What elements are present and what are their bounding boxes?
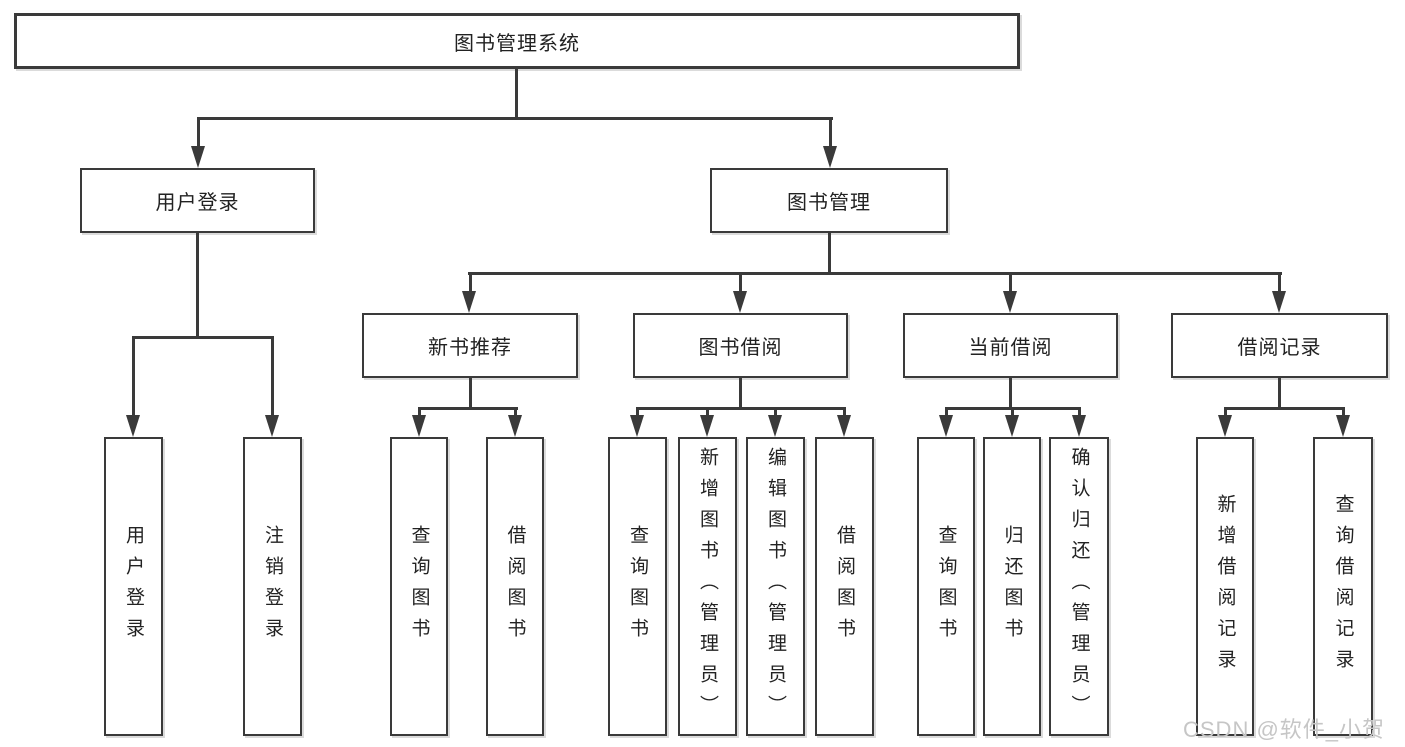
- connector-shaft: [1342, 407, 1345, 417]
- arrowhead-to-leaf-user-login: [126, 415, 140, 437]
- leaf-borrow-books-borrow: 借阅图书: [815, 437, 874, 736]
- node-label: 查询图书: [408, 524, 430, 649]
- connector-root-stem: [515, 68, 518, 119]
- leaf-query-borrow-record: 查询借阅记录: [1313, 437, 1373, 736]
- leaf-add-borrow-record: 新增借阅记录: [1196, 437, 1254, 736]
- connector-user-login-stem: [196, 233, 199, 339]
- arrowhead-to-book-management: [823, 146, 837, 168]
- node-label: 新增图书（管理员）: [697, 447, 718, 726]
- arrowhead-to-user-login: [191, 146, 205, 168]
- connector-shaft: [469, 272, 472, 293]
- arrowhead-to-leaf-return-books: [1005, 415, 1019, 437]
- node-label: 借阅记录: [1237, 337, 1322, 359]
- node-user-login: 用户登录: [80, 168, 315, 233]
- connector-shaft: [706, 407, 709, 417]
- connector-book-management-bar: [468, 272, 1282, 275]
- node-label: 用户登录: [123, 524, 144, 649]
- node-label: 新书推荐: [428, 337, 512, 359]
- node-label: 图书管理系统: [454, 32, 580, 55]
- node-label: 图书借阅: [698, 337, 783, 359]
- node-library-management-system: 图书管理系统: [14, 13, 1020, 69]
- connector-shaft: [843, 407, 846, 417]
- arrowhead-to-borrowing-records: [1272, 291, 1286, 313]
- node-label: 确认归还（管理员）: [1068, 447, 1090, 726]
- connector-shaft: [1078, 407, 1081, 417]
- connector-borrowing-bar: [636, 407, 846, 410]
- connector-shaft: [1009, 272, 1012, 293]
- connector-shaft: [271, 336, 274, 417]
- arrowhead-to-leaf-confirm-return: [1072, 415, 1086, 437]
- connector-shaft: [418, 407, 421, 417]
- connector-records-bar: [1224, 407, 1345, 410]
- node-label: 查询图书: [935, 524, 957, 649]
- node-label: 当前借阅: [968, 337, 1053, 359]
- arrowhead-to-leaf-edit-books: [768, 415, 782, 437]
- leaf-add-books-admin: 新增图书（管理员）: [678, 437, 737, 736]
- leaf-query-books-recommend: 查询图书: [390, 437, 448, 736]
- leaf-edit-books-admin: 编辑图书（管理员）: [746, 437, 805, 736]
- connector-shaft: [1224, 407, 1227, 417]
- leaf-logout: 注销登录: [243, 437, 302, 736]
- connector-shaft: [1011, 407, 1014, 417]
- connector-shaft: [774, 407, 777, 417]
- connector-recommend-stem: [469, 378, 472, 410]
- node-borrowing-records: 借阅记录: [1171, 313, 1388, 378]
- node-label: 图书管理: [787, 192, 871, 214]
- connector-recommend-bar: [418, 407, 518, 410]
- connector-user-login-bar: [132, 336, 274, 339]
- leaf-confirm-return-admin: 确认归还（管理员）: [1049, 437, 1109, 736]
- arrowhead-to-leaf-borrow-books: [508, 415, 522, 437]
- leaf-borrow-books-recommend: 借阅图书: [486, 437, 544, 736]
- arrowhead-to-leaf-query-record: [1336, 415, 1350, 437]
- node-current-borrowing: 当前借阅: [903, 313, 1118, 378]
- connector-borrowing-stem: [739, 378, 742, 410]
- node-label: 查询图书: [627, 524, 648, 649]
- connector-shaft: [1278, 272, 1281, 293]
- connector-current-stem: [1009, 378, 1012, 410]
- connector-shaft: [514, 407, 517, 417]
- connector-shaft: [197, 117, 200, 148]
- arrowhead-to-leaf-query-books: [630, 415, 644, 437]
- arrowhead-to-leaf-logout: [265, 415, 279, 437]
- connector-shaft: [945, 407, 948, 417]
- node-label: 编辑图书（管理员）: [765, 447, 786, 726]
- node-label: 归还图书: [1001, 524, 1023, 649]
- arrowhead-to-book-borrowing: [733, 291, 747, 313]
- node-label: 用户登录: [155, 192, 240, 214]
- arrowhead-to-leaf-query-books: [939, 415, 953, 437]
- node-label: 借阅图书: [834, 524, 855, 649]
- node-book-management: 图书管理: [710, 168, 948, 233]
- connector-records-stem: [1278, 378, 1281, 410]
- leaf-return-books: 归还图书: [983, 437, 1041, 736]
- connector-book-management-stem: [828, 233, 831, 275]
- arrowhead-to-leaf-add-record: [1218, 415, 1232, 437]
- node-label: 新增借阅记录: [1214, 493, 1236, 680]
- arrowhead-to-leaf-query-books: [412, 415, 426, 437]
- node-label: 注销登录: [262, 524, 283, 649]
- node-label: 借阅图书: [504, 524, 526, 649]
- connector-root-bar: [197, 117, 833, 120]
- node-new-book-recommendation: 新书推荐: [362, 313, 578, 378]
- node-label: 查询借阅记录: [1332, 493, 1354, 680]
- connector-shaft: [132, 336, 135, 417]
- leaf-query-books-borrow: 查询图书: [608, 437, 667, 736]
- node-book-borrowing: 图书借阅: [633, 313, 848, 378]
- connector-shaft: [739, 272, 742, 293]
- leaf-query-books-current: 查询图书: [917, 437, 975, 736]
- connector-shaft: [636, 407, 639, 417]
- arrowhead-to-leaf-borrow-books: [837, 415, 851, 437]
- connector-shaft: [829, 117, 832, 148]
- arrowhead-to-leaf-add-books: [700, 415, 714, 437]
- arrowhead-to-current-borrowing: [1003, 291, 1017, 313]
- arrowhead-to-new-book-recommendation: [462, 291, 476, 313]
- leaf-user-login: 用户登录: [104, 437, 163, 736]
